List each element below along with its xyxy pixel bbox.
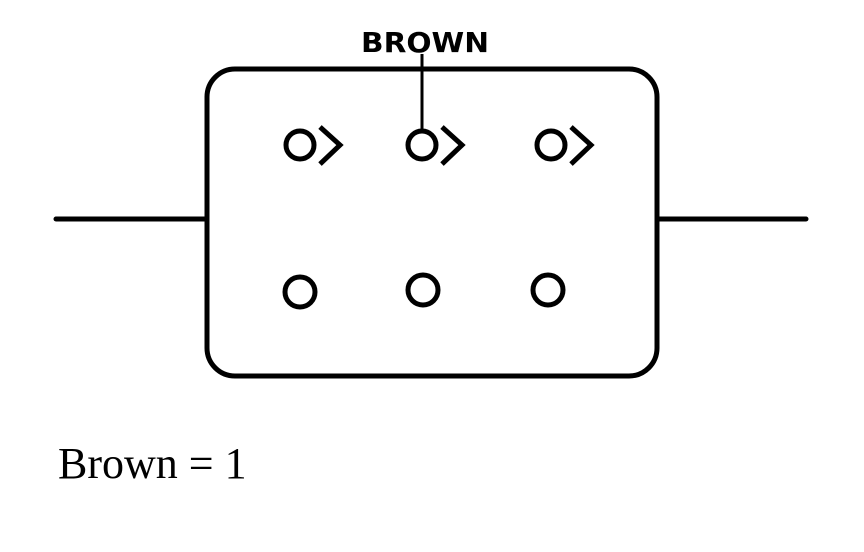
terminal-bottom-2 <box>405 272 441 308</box>
terminal-top-2 <box>405 125 466 166</box>
terminal-bottom-3 <box>530 272 566 308</box>
terminal-top-3 <box>534 125 595 166</box>
callout-label: BROWN <box>361 26 489 59</box>
terminal-top-1 <box>283 125 344 166</box>
terminal-bottom-1 <box>282 274 318 310</box>
caption: Brown = 1 <box>58 439 247 488</box>
connector-body <box>204 66 660 379</box>
